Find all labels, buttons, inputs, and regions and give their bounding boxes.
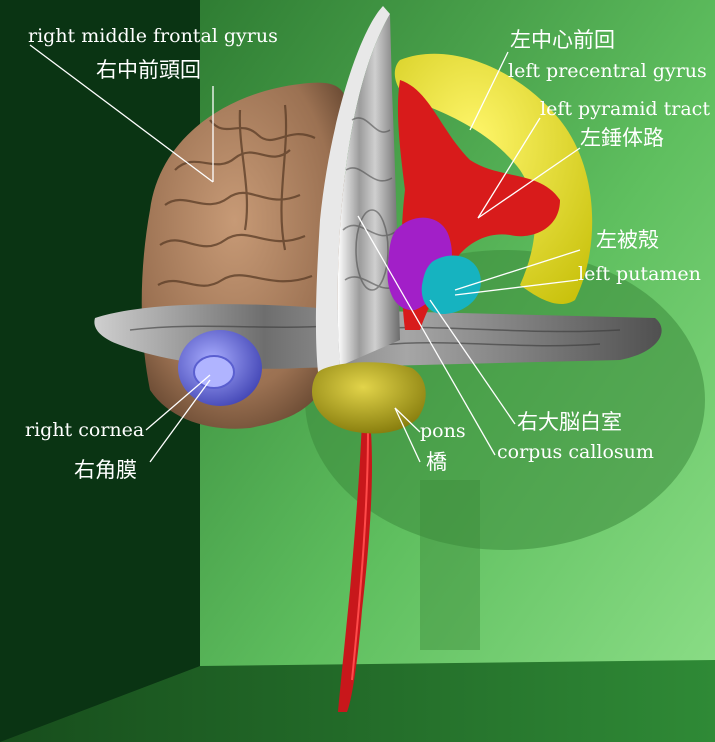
label-right-cornea-jp: 右角膜 <box>74 458 137 482</box>
label-corpus-callosum: corpus callosum <box>497 441 654 463</box>
label-left-putamen: left putamen <box>578 263 701 285</box>
label-left-pyramid-tract: left pyramid tract <box>540 98 710 120</box>
floor <box>0 660 715 742</box>
label-right-cornea: right cornea <box>25 419 145 441</box>
label-right-middle-frontal-gyrus: right middle frontal gyrus <box>28 25 278 47</box>
label-right-middle-frontal-gyrus-jp: 右中前頭回 <box>96 58 201 82</box>
label-pons: pons <box>420 420 466 442</box>
left-pyramid-tract-lower <box>338 420 373 712</box>
label-left-precentral-gyrus: left precentral gyrus <box>508 60 707 82</box>
label-left-precentral-gyrus-jp: 左中心前回 <box>510 28 615 52</box>
left-wall <box>0 0 200 742</box>
left-precentral-gyrus <box>394 53 593 305</box>
tract-edge-highlight <box>351 429 369 681</box>
right-cornea <box>193 355 235 389</box>
sagittal-slice <box>315 6 390 372</box>
gyri-texture <box>157 104 326 364</box>
tract-shadow <box>420 480 480 650</box>
label-left-putamen-jp: 左被殻 <box>596 228 659 252</box>
label-left-pyramid-tract-jp: 左錘体路 <box>580 126 664 150</box>
label-corpus-callosum-jp: 右大脳白室 <box>517 410 622 434</box>
label-pons-jp: 橋 <box>426 450 447 474</box>
